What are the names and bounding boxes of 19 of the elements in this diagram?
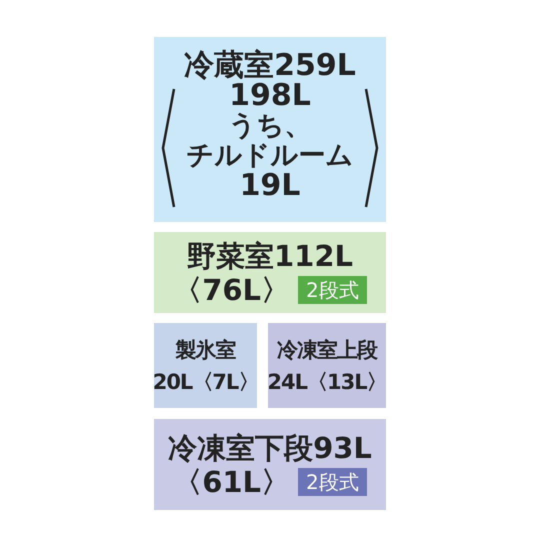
- capacity-text: 〈76L〉: [173, 272, 290, 306]
- capacity-text: 冷蔵室259L: [184, 51, 356, 81]
- capacity-text: 19L: [240, 171, 300, 201]
- compartment-box: [154, 323, 257, 408]
- compartment-box: [154, 419, 386, 510]
- compartment-box: [154, 232, 386, 313]
- capacity-text: うち、チルドルーム: [186, 111, 354, 171]
- capacity-text: 〈61L〉: [173, 464, 290, 498]
- capacity-text: 製氷室: [176, 336, 236, 364]
- capacity-text: 24L〈13L〉: [267, 368, 387, 396]
- capacity-text: 198L: [229, 81, 311, 111]
- capacity-text: 野菜室112L: [186, 238, 353, 272]
- capacity-text: 冷凍室下段93L: [168, 430, 372, 464]
- tag-badge: 2段式: [298, 468, 367, 496]
- compartment-box: [154, 37, 386, 222]
- capacity-text: 冷凍室上段: [277, 336, 377, 364]
- compartment-box: [268, 323, 386, 408]
- capacity-text: 20L〈7L〉: [152, 368, 258, 396]
- tag-badge: 2段式: [298, 276, 367, 304]
